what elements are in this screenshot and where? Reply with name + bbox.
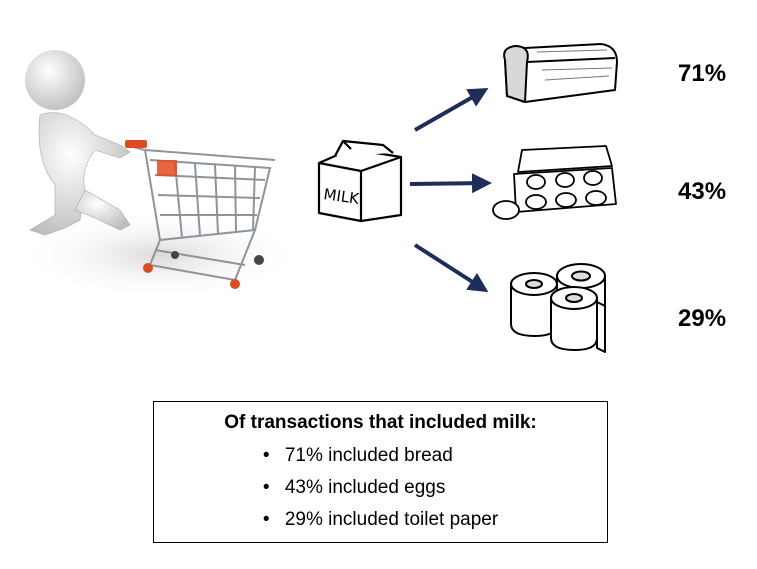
summary-box: Of transactions that included milk: •71%… <box>153 401 608 543</box>
egg-carton-icon <box>492 145 617 220</box>
toilet-paper-icon <box>510 263 606 353</box>
summary-bullet-bread: •71% included bread <box>262 445 453 466</box>
toilet-paper-percent-label: 29% <box>678 305 727 332</box>
summary-list: •71% included bread •43% included eggs •… <box>263 440 498 536</box>
eggs-percent-label: 43% <box>678 178 727 205</box>
summary-bullet-toilet-paper: •29% included toilet paper <box>262 509 499 530</box>
arrow-to-toilet-paper <box>413 243 489 293</box>
milk-carton-icon: MILK <box>317 139 403 223</box>
milk-carton-label: MILK <box>322 185 361 208</box>
bread-percent-label: 71% <box>678 60 727 87</box>
arrow-to-bread <box>414 88 489 132</box>
bread-icon <box>503 43 618 103</box>
flow-arrows <box>409 88 492 293</box>
arrow-to-eggs <box>409 173 492 194</box>
summary-bullet-eggs: •43% included eggs <box>262 477 446 498</box>
summary-title: Of transactions that included milk: <box>224 412 537 433</box>
shopper-with-cart-illustration <box>20 50 300 300</box>
